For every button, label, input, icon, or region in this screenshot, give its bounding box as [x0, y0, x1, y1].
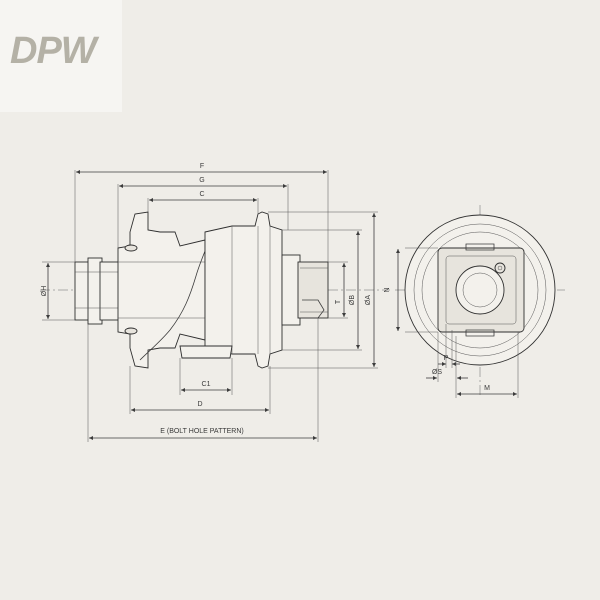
dim-N: N: [384, 287, 391, 292]
dim-G: G: [199, 177, 204, 184]
dim-E: E (BOLT HOLE PATTERN): [160, 428, 244, 435]
end-view: N P ØS M: [384, 205, 565, 398]
dim-C: C: [199, 191, 204, 198]
brand-logo: DPW: [10, 30, 97, 72]
dim-D: D: [197, 401, 202, 408]
logo-panel: DPW: [0, 0, 122, 112]
dim-T: T: [335, 299, 342, 304]
dim-C1: C1: [202, 381, 211, 388]
dim-A: ØA: [365, 295, 372, 305]
dim-M: M: [484, 385, 490, 392]
dim-S: ØS: [432, 369, 442, 376]
dim-F: F: [200, 163, 204, 170]
dim-H: ØH: [41, 286, 48, 297]
side-view: F G C ØH C1 D E (BOLT HOLE PATTERN): [40, 163, 390, 442]
dim-P: P: [444, 355, 449, 362]
dim-B: ØB: [349, 295, 356, 305]
